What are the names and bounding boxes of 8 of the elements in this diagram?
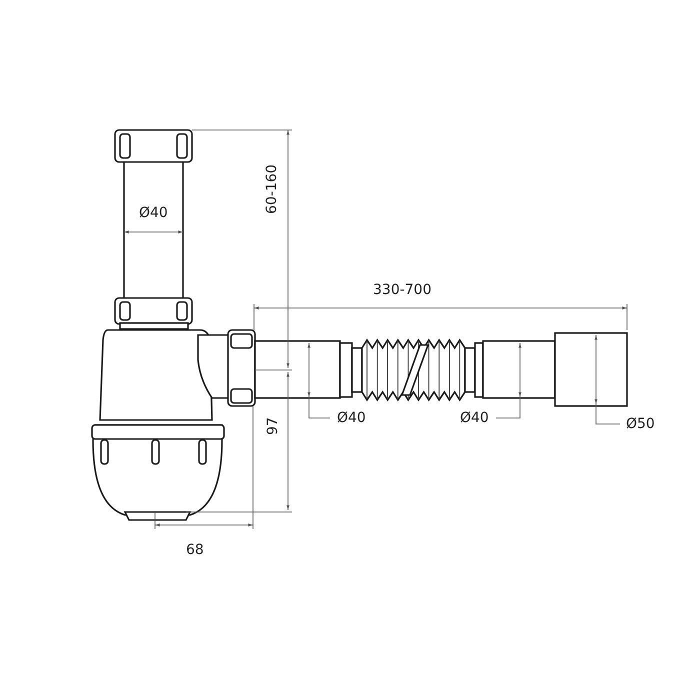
- dimension-label: 68: [185, 543, 205, 557]
- dimension-label: 330-700: [372, 283, 432, 297]
- dimension-label: Ø40: [336, 411, 367, 425]
- dimension-label: Ø40: [459, 411, 490, 425]
- dimension-label: Ø40: [138, 206, 169, 220]
- dimension-label: 97: [266, 416, 280, 436]
- dimension-label: 60-160: [265, 163, 279, 215]
- dimension-label: Ø50: [625, 417, 656, 431]
